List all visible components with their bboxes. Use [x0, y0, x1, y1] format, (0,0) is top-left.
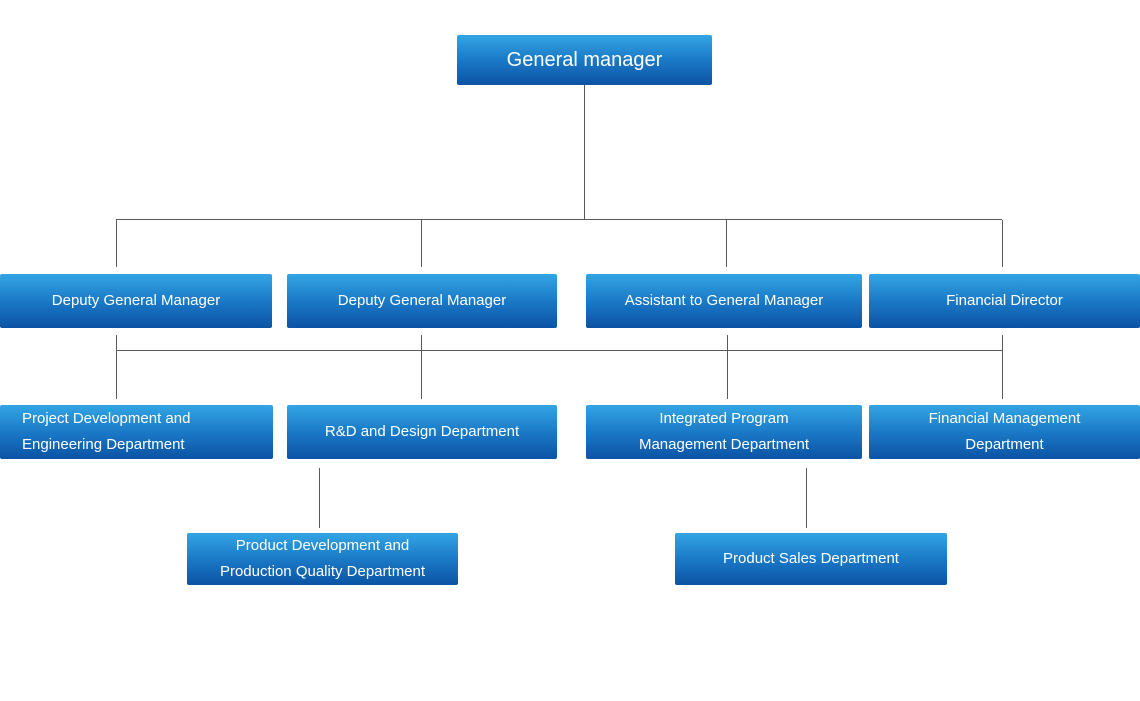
- org-node-deputy-general-manager-1: Deputy General Manager: [0, 274, 272, 328]
- org-node-project-development-engineering-department: Project Development and Engineering Depa…: [0, 405, 273, 459]
- connector-line: [319, 468, 320, 528]
- org-node-rd-design-department: R&D and Design Department: [287, 405, 557, 459]
- connector-line: [421, 335, 422, 399]
- org-node-product-sales-department: Product Sales Department: [675, 533, 947, 585]
- connector-line: [116, 350, 1002, 351]
- connector-line: [1002, 220, 1003, 267]
- connector-line: [806, 468, 807, 528]
- connector-line: [584, 85, 585, 219]
- connector-line: [116, 220, 117, 267]
- org-node-financial-management-department: Financial Management Department: [869, 405, 1140, 459]
- org-node-financial-director: Financial Director: [869, 274, 1140, 328]
- connector-line: [421, 220, 422, 267]
- connector-line: [726, 220, 727, 267]
- org-node-integrated-program-management-department: Integrated Program Management Department: [586, 405, 862, 459]
- connector-line: [1002, 335, 1003, 399]
- org-node-general-manager: General manager: [457, 35, 712, 85]
- connector-line: [116, 335, 117, 399]
- connector-line: [116, 219, 1002, 220]
- org-node-product-development-production-quality-department: Product Development and Production Quali…: [187, 533, 458, 585]
- connector-line: [727, 335, 728, 399]
- org-node-assistant-to-general-manager: Assistant to General Manager: [586, 274, 862, 328]
- org-node-deputy-general-manager-2: Deputy General Manager: [287, 274, 557, 328]
